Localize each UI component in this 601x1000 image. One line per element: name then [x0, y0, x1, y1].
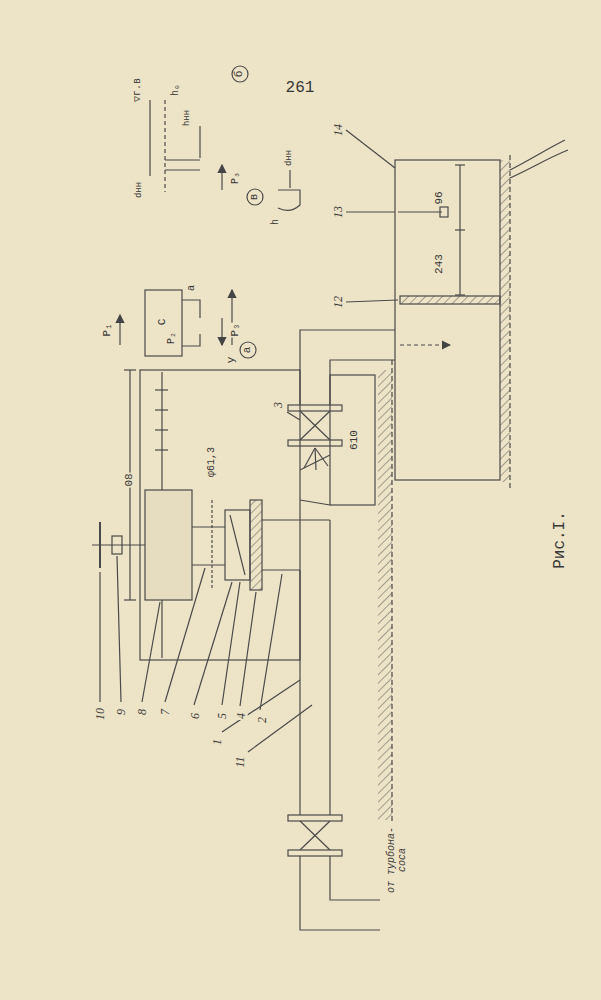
dimension-value: 08	[124, 472, 136, 487]
dimension-value: 610	[349, 429, 361, 451]
callout-number: 14	[332, 123, 345, 137]
point-label: C	[157, 318, 169, 327]
callout-number: 10	[94, 707, 107, 721]
callout-number: 7	[159, 708, 172, 716]
pipe-note: от турбона- соса	[387, 823, 408, 897]
dimension-value: φ61,3	[207, 446, 218, 478]
pressure-label: P₃	[230, 322, 242, 337]
dimension-label: h	[271, 218, 282, 226]
dimension-label: hнн	[183, 109, 192, 127]
callout-number: 8	[136, 708, 149, 716]
callout-number: 6	[189, 712, 202, 720]
callout-number: 3	[272, 401, 285, 409]
level-label: ▽г.в	[133, 77, 144, 103]
callout-number: 1	[211, 738, 224, 746]
dimension-label: hₑ	[171, 83, 182, 97]
inset-letter: в	[249, 193, 261, 202]
dimension-value: 243	[434, 253, 446, 275]
dimension-value: 96	[434, 190, 446, 205]
dimension-label: dнн	[285, 149, 294, 167]
pressure-label: P₃	[231, 171, 242, 185]
callout-number: 5	[216, 712, 229, 720]
axis-label: y	[226, 356, 238, 365]
inset-letter: б	[234, 70, 246, 79]
callout-number: 9	[115, 708, 128, 716]
callout-number: 13	[332, 205, 345, 219]
callout-number: 4	[235, 712, 248, 720]
inset-letter: а	[242, 346, 254, 355]
pressure-label: P₂	[167, 331, 178, 345]
page-number: 261	[285, 80, 316, 97]
pressure-label: P₁	[102, 322, 114, 337]
figure-caption: Рис.I.	[552, 510, 569, 570]
callout-number: 2	[256, 716, 269, 724]
dimension-label: dнн	[135, 181, 144, 199]
callout-number: 12	[332, 295, 345, 309]
dimension-label: a	[187, 284, 198, 292]
callout-number: 11	[234, 755, 247, 768]
